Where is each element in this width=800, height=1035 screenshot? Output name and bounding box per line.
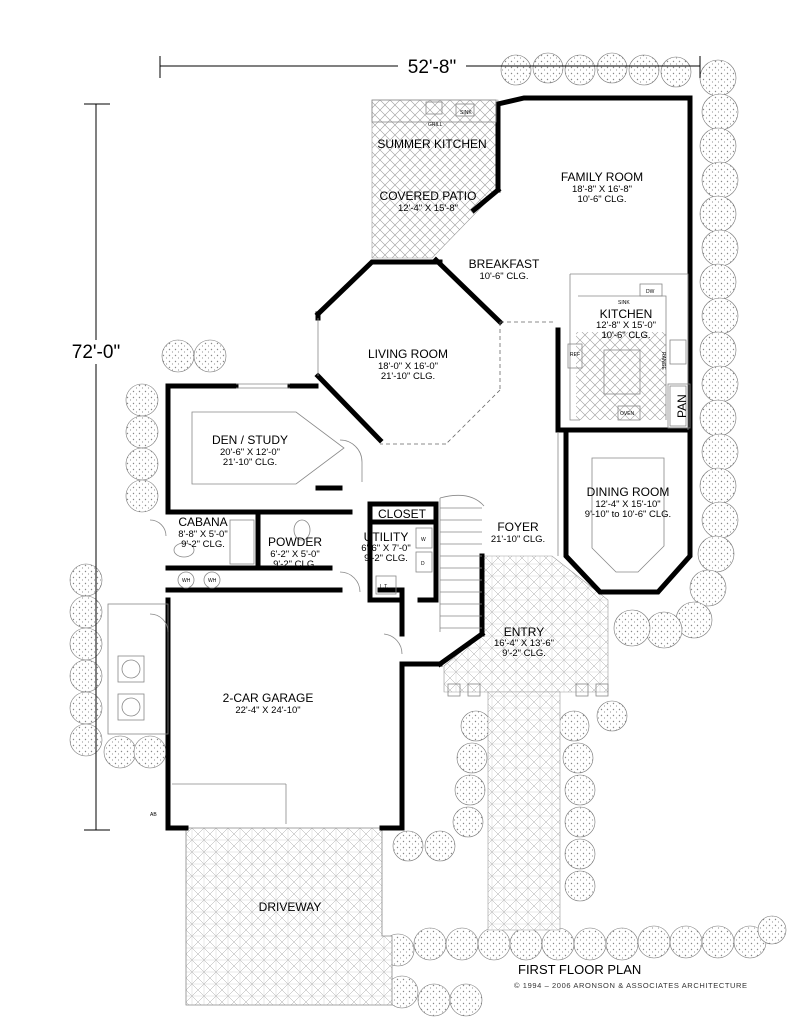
kitchen-clg: 10'-6" CLG. bbox=[601, 330, 650, 341]
dim-width-bg bbox=[398, 56, 466, 76]
water-heater-1-tag: WH bbox=[182, 578, 191, 584]
entry-clg: 9'-2" CLG. bbox=[502, 648, 546, 659]
windows-openings bbox=[107, 99, 691, 824]
copyright-text: © 1994 – 2006 ARONSON & ASSOCIATES ARCHI… bbox=[514, 981, 748, 990]
dining-room-label: DINING ROOM bbox=[587, 485, 670, 499]
family-room-size: 18'-8" X 16'-8" bbox=[572, 184, 632, 195]
dimension-width: 52'-8" bbox=[408, 57, 456, 78]
utility-label: UTILITY bbox=[364, 530, 409, 544]
paved-areas bbox=[185, 99, 666, 1006]
water-heater-2-tag: WH bbox=[208, 578, 217, 584]
garage-label: 2-CAR GARAGE bbox=[223, 691, 314, 705]
dim-depth-bg bbox=[64, 340, 130, 364]
breakfast-label: BREAKFAST bbox=[469, 257, 540, 271]
entry-label: ENTRY bbox=[504, 625, 544, 639]
cabana-size: 8'-8" X 5'-0" bbox=[178, 529, 227, 540]
closet-label: CLOSET bbox=[378, 507, 427, 521]
ref-tag: REF bbox=[570, 352, 580, 358]
summer-kitchen-label: SUMMER KITCHEN bbox=[377, 137, 486, 151]
den-study-clg: 21'-10" CLG. bbox=[223, 457, 277, 468]
powder-clg: 9'-2" CLG. bbox=[273, 559, 317, 570]
utility-size: 6'-6" X 7'-0" bbox=[361, 543, 410, 554]
powder-label: POWDER bbox=[268, 535, 322, 549]
living-room-label: LIVING ROOM bbox=[368, 347, 448, 361]
kitchen-label: KITCHEN bbox=[600, 307, 653, 321]
patio-sink-tag: SINK bbox=[460, 110, 472, 116]
oven-tag: OVEN bbox=[620, 411, 635, 417]
plan-title: FIRST FLOOR PLAN bbox=[518, 962, 641, 977]
foyer-clg: 21'-10" CLG. bbox=[491, 534, 545, 545]
dw-tag: DW bbox=[646, 289, 655, 295]
den-study-label: DEN / STUDY bbox=[212, 433, 288, 447]
pantry-tag: PAN bbox=[675, 394, 689, 418]
den-study-size: 20'-6" X 12'-0" bbox=[220, 447, 280, 458]
garage-size: 22'-4" X 24'-10" bbox=[235, 705, 300, 716]
powder-size: 6'-2" X 5'-0" bbox=[270, 549, 319, 560]
cabana-label: CABANA bbox=[178, 515, 227, 529]
breakfast-clg: 10'-6" CLG. bbox=[479, 271, 528, 282]
dryer-tag: D bbox=[421, 561, 425, 567]
kitchen-sink-tag: SINK bbox=[618, 300, 630, 306]
dimension-depth: 72'-0" bbox=[72, 342, 120, 363]
cabana-clg: 9'-2" CLG. bbox=[181, 539, 225, 550]
foyer-label: FOYER bbox=[497, 520, 539, 534]
grill-tag: GRILL bbox=[428, 122, 443, 128]
entry-size: 16'-4" X 13'-6" bbox=[494, 638, 554, 649]
family-room-clg: 10'-6" CLG. bbox=[577, 194, 626, 205]
landscape-shrubs bbox=[69, 52, 787, 1017]
room-labels: SUMMER KITCHEN COVERED PATIO 12'-4" X 15… bbox=[178, 137, 671, 914]
family-room-label: FAMILY ROOM bbox=[561, 170, 643, 184]
walls bbox=[165, 95, 693, 831]
hose-bib-tag: AB bbox=[150, 812, 157, 818]
living-room-clg: 21'-10" CLG. bbox=[381, 371, 435, 382]
range-tag: RANGE bbox=[660, 352, 666, 370]
kitchen-size: 12'-8" X 15'-0" bbox=[596, 320, 656, 331]
laundry-tub-tag: L.T. bbox=[380, 584, 388, 590]
dining-room-size: 12'-4" X 15'-10" bbox=[595, 499, 660, 510]
covered-patio-size: 12'-4" X 15'-8" bbox=[398, 203, 458, 214]
driveway-label: DRIVEWAY bbox=[259, 900, 322, 914]
utility-clg: 9'-2" CLG. bbox=[364, 553, 408, 564]
covered-patio-label: COVERED PATIO bbox=[380, 189, 477, 203]
washer-tag: W bbox=[421, 537, 426, 543]
dining-room-clg: 9'-10" to 10'-6" CLG. bbox=[585, 509, 671, 520]
living-room-size: 18'-0" X 16'-0" bbox=[378, 361, 438, 372]
fixture-labels: GRILL SINK SINK DW REF RANGE OVEN PAN WH… bbox=[150, 110, 689, 818]
